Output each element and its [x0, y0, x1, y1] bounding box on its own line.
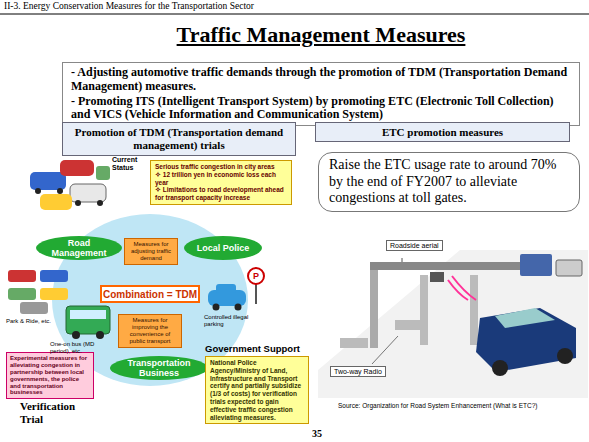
goal-box: Raise the ETC usage rate to around 70% b…: [318, 152, 580, 212]
bus: [66, 306, 110, 339]
node-text: Promotion of TDM (Transportation demand …: [67, 126, 291, 152]
traffic-jam: [30, 160, 110, 210]
status-box: Serious traffic congestion in city areas…: [150, 160, 292, 205]
bullet-text: - Adjusting automotive traffic demands t…: [71, 66, 571, 94]
node-text: Transportation Business: [116, 358, 202, 378]
node-text: Serious traffic congestion in city areas: [155, 163, 287, 171]
node-text: Experimental measures for alleviating co…: [10, 355, 90, 396]
actor-oval: Transportation Business: [110, 356, 208, 380]
part-label: Roadside aerial: [386, 240, 443, 251]
section-header: Promotion of TDM (Transportation demand …: [62, 122, 296, 156]
node-text: ✧ Limitations to road development ahead …: [155, 186, 287, 202]
node-text: ✧ 12 trillion yen in economic loss each …: [155, 171, 287, 187]
parking-sign: [248, 268, 264, 304]
actor-oval: Local Police: [184, 236, 262, 260]
etc-gate: [318, 250, 588, 398]
node-text: Road Management: [42, 238, 116, 258]
support-body: National Police Agency/Ministry of Land,…: [205, 356, 309, 424]
part-label: Two-way Radio: [330, 366, 386, 377]
experiment-box: Experimental measures for alleviating co…: [6, 352, 94, 399]
sign-letter: P: [251, 270, 261, 282]
caption-label: One-on bus (MD period), etc.: [50, 341, 116, 354]
status-label: Current Status: [112, 156, 150, 171]
node-text: Local Police: [190, 243, 256, 253]
tdm-box: Combination = TDM: [100, 285, 200, 303]
measure-box: Measures for improving the convenience o…: [118, 314, 182, 348]
caption-label: Park & Ride, etc.: [6, 318, 62, 324]
actor-oval: Road Management: [36, 236, 122, 260]
node-text: Measures for improving the convenience o…: [122, 317, 178, 345]
node-text: Raise the ETC usage rate to around 70% b…: [329, 157, 569, 207]
node-text: ETC promotion measures: [316, 126, 569, 138]
trial-label: Verification Trial: [20, 400, 100, 425]
node-text: Combination = TDM: [102, 289, 198, 300]
park-and-ride: [8, 270, 68, 314]
page-number: 35: [312, 428, 332, 439]
section-header: ETC promotion measures: [315, 122, 570, 142]
bullet-box: - Adjusting automotive traffic demands t…: [62, 62, 580, 126]
support-box: Government SupportNational Police Agency…: [205, 343, 309, 424]
source-note: Source: Organization for Road System Enh…: [338, 402, 584, 409]
measure-box: Measures for adjusting traffic demand: [124, 238, 178, 265]
parked-car: [208, 284, 246, 311]
slide-title: Traffic Management Measures: [62, 22, 580, 48]
bullet-text: - Promoting ITS (Intelligent Transport S…: [71, 95, 571, 123]
caption-label: Controlled illegal parking: [204, 314, 256, 327]
support-heading: Government Support: [205, 343, 309, 354]
header-rule: [0, 14, 589, 15]
node-text: Measures for adjusting traffic demand: [128, 241, 174, 262]
header-text: II-3. Energy Conservation Measures for t…: [4, 1, 404, 11]
